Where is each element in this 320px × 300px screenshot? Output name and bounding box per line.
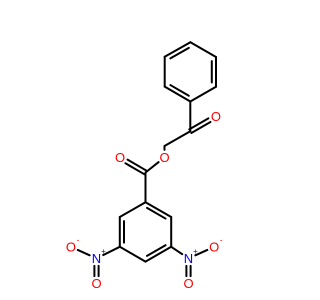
atom-label-background	[113, 151, 127, 165]
bond-ph3-ph4	[189, 85, 217, 103]
atom-or1: O	[209, 239, 219, 254]
atom-label-background	[182, 251, 195, 265]
atom-label-background	[90, 277, 103, 291]
bond-b1-b2	[144, 201, 173, 218]
bond-b5-nl	[102, 245, 121, 257]
atom-oest: O	[159, 150, 169, 165]
atom-ol2: O	[91, 276, 101, 291]
bond-b4-b5	[118, 245, 147, 263]
atom-ocarb: O	[115, 150, 125, 165]
bond-ph1-ph2	[189, 41, 217, 58]
bond-b3-nr	[170, 245, 184, 256]
diagram-background	[0, 0, 300, 300]
bond-ph6-ph1-second	[169, 46, 190, 60]
charge-ol1: -	[77, 235, 80, 244]
bond-cest-ocarb-second	[124, 162, 146, 176]
bond-b6-b1	[118, 201, 147, 218]
bond-nl-ol1	[76, 248, 91, 257]
bonds-layer	[76, 41, 217, 278]
charge-nl: +	[101, 247, 106, 256]
bond-oest-cest	[144, 161, 160, 174]
bond-cket-ch2	[163, 130, 192, 147]
bond-nr-or1	[194, 248, 209, 257]
atom-label-background	[158, 150, 171, 164]
atom-label-background	[207, 240, 221, 254]
atom-label-background	[64, 240, 78, 254]
bond-b3-b4-second	[146, 244, 167, 257]
atom-oket: O	[211, 109, 221, 124]
atom-label-background	[90, 251, 103, 265]
bond-ph4-ph5	[163, 85, 192, 103]
atom-ol1: O	[66, 239, 76, 254]
atom-nl: N	[92, 251, 101, 266]
bond-b3-b4	[144, 245, 173, 263]
atom-label-background	[209, 109, 223, 123]
bond-b1-b2-second	[146, 206, 167, 220]
atom-label-background	[182, 277, 195, 291]
atom-or2: O	[183, 276, 193, 291]
charge-nr: +	[193, 247, 198, 256]
bond-cket-oket	[190, 120, 212, 135]
bond-cket-oket-second	[188, 117, 210, 131]
charge-or1: -	[220, 235, 223, 244]
bond-ph4-ph5-second	[169, 84, 190, 97]
bond-ph6-ph1	[163, 41, 192, 58]
bond-cest-ocarb	[126, 158, 148, 172]
atom-nr: N	[184, 251, 193, 266]
